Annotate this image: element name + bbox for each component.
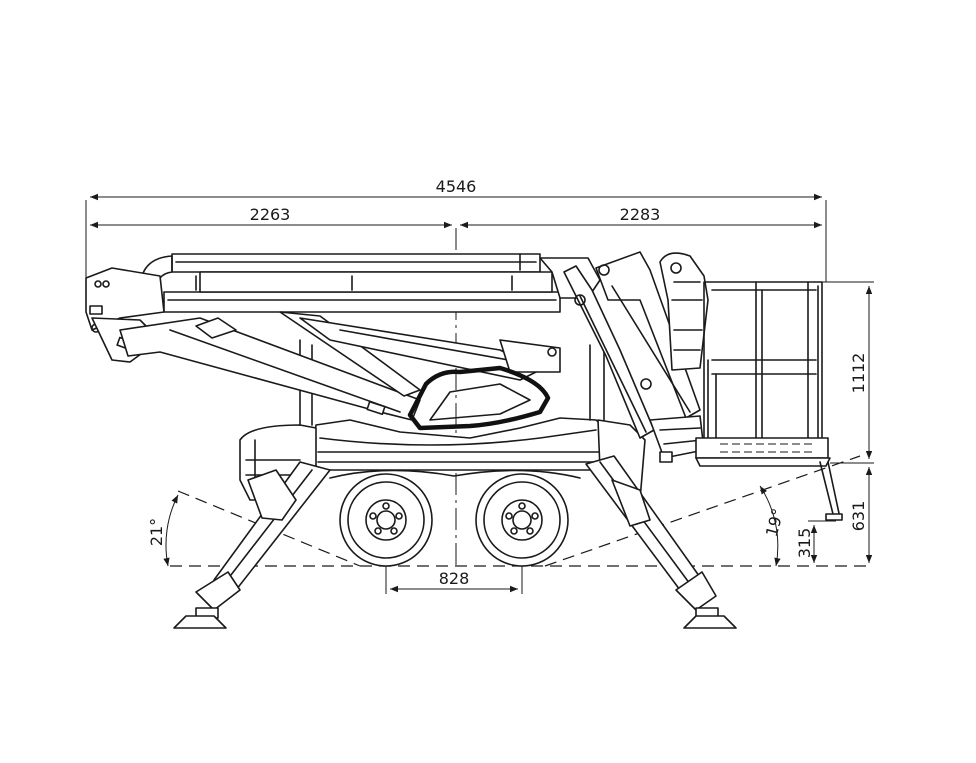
axle-spacing-label: 828 [439, 569, 470, 588]
boom-cradle [407, 365, 551, 431]
overall-length-label: 4546 [436, 177, 477, 196]
telescopic-boom [139, 253, 601, 313]
rear-column [563, 251, 705, 463]
front-approach-angle: 21° [147, 494, 179, 567]
front-angle-label: 21° [147, 518, 166, 546]
basket-height-label: 1112 [849, 353, 868, 394]
basket-floor-label: 631 [849, 501, 868, 532]
machine-illustration [85, 251, 843, 629]
mudguard [329, 469, 581, 479]
basket-rotator [659, 252, 709, 371]
front-wheel [339, 473, 433, 567]
ground-clearance-label: 315 [795, 528, 814, 559]
front-outrigger [173, 461, 331, 629]
basket-height-dimension: 1112 [820, 281, 874, 464]
rear-departure-angle: 19° [759, 485, 788, 567]
rear-angle-label: 19° [762, 506, 788, 538]
rear-wheel [475, 473, 569, 567]
ground-clearance-dimension: 315 [795, 520, 836, 563]
half-length-dimensions: 2263 2283 [90, 205, 822, 229]
overall-length-dimension: 4546 [85, 177, 827, 282]
right-half-label: 2283 [620, 205, 661, 224]
left-half-label: 2263 [250, 205, 291, 224]
basket-floor-dimension: 631 [849, 467, 873, 563]
lift-arm [119, 311, 561, 421]
rear-outrigger [585, 455, 737, 629]
work-basket [695, 281, 843, 521]
